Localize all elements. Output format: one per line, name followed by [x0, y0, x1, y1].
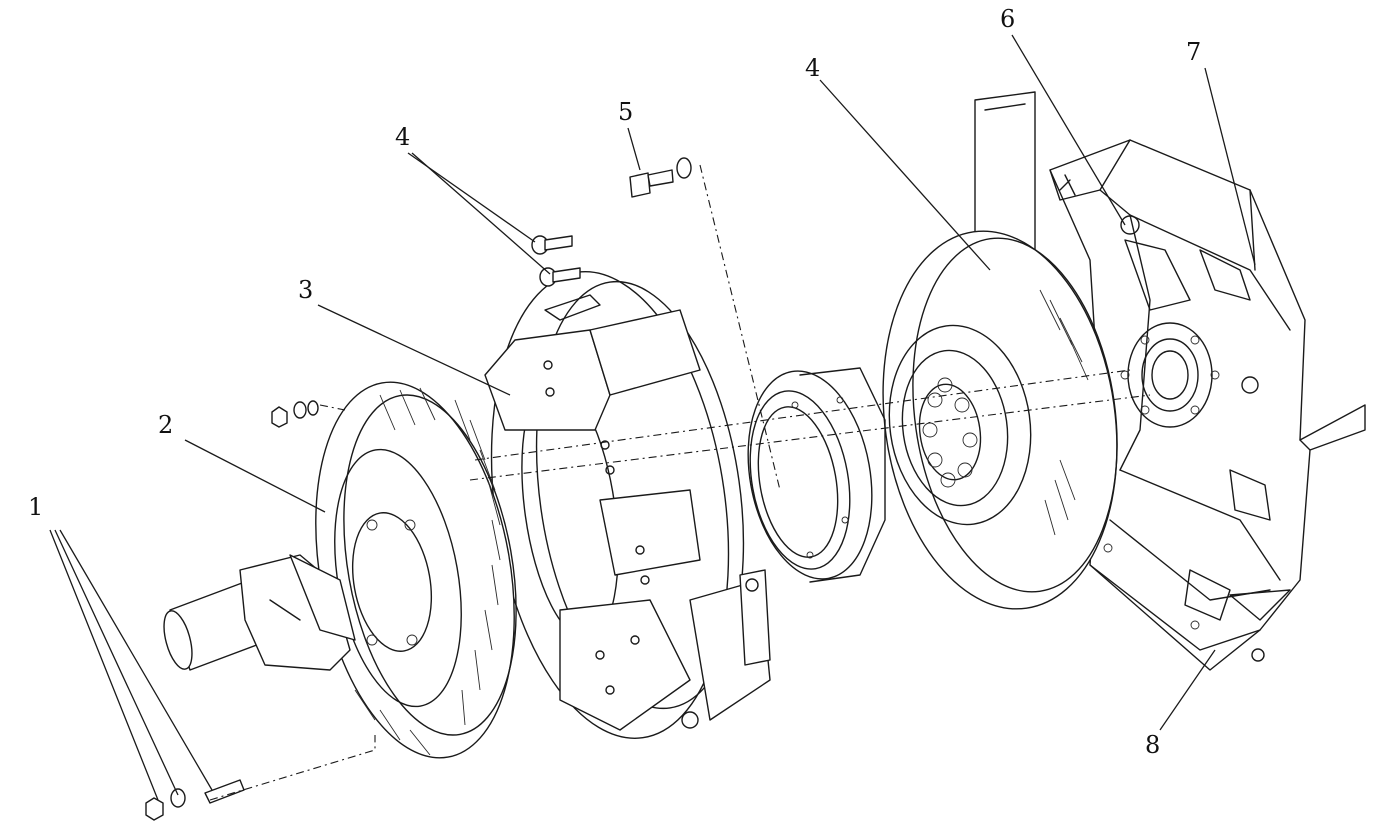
housing-part — [1049, 139, 1366, 671]
assembly-axis-lines — [209, 164, 1151, 801]
callout-5: 5 — [618, 98, 633, 126]
callout-leaders — [49, 34, 1256, 801]
brake-disc-part — [882, 91, 1118, 610]
callout-2: 2 — [158, 411, 173, 439]
flange-ring-part — [747, 367, 886, 583]
caliper-body-part — [484, 271, 771, 739]
fastener-set-4 — [531, 235, 581, 287]
fastener-set-5 — [629, 157, 692, 198]
fastener-set-1 — [145, 779, 245, 821]
callout-3: 3 — [298, 276, 313, 304]
callout-labels: 1 2 3 4 4 5 6 7 8 — [28, 5, 1201, 759]
shaft-yoke-part — [163, 554, 356, 671]
callout-1: 1 — [28, 493, 43, 521]
callout-8: 8 — [1145, 731, 1160, 759]
callout-6: 6 — [1000, 5, 1015, 33]
callout-7: 7 — [1186, 38, 1201, 66]
callout-4a: 4 — [395, 123, 410, 151]
callout-4b: 4 — [805, 54, 820, 82]
fastener-set-2 — [271, 400, 319, 428]
